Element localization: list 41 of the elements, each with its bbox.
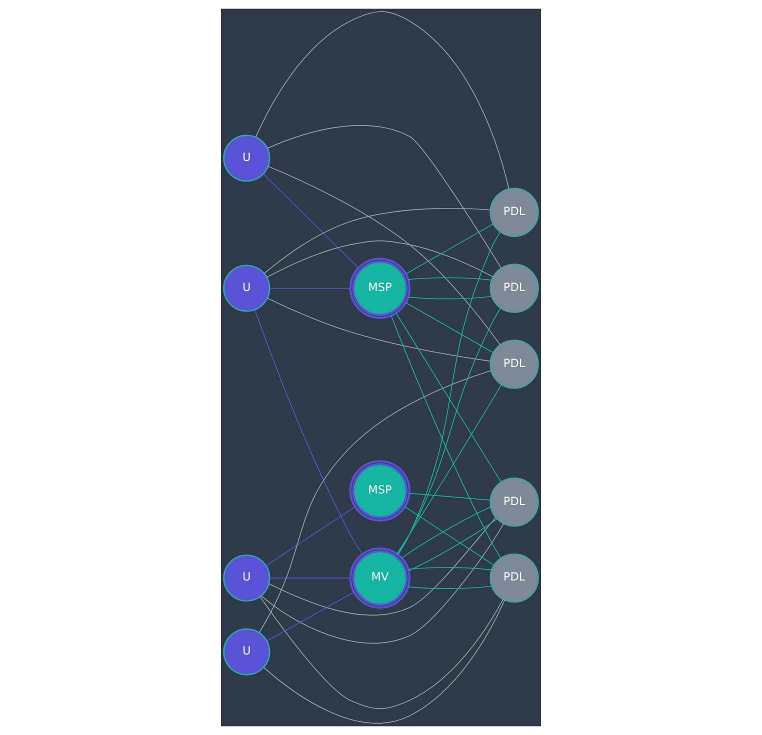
node-circle: MV [349,547,411,609]
connector [266,592,354,642]
node-circle: PDL [490,340,539,389]
connector [408,567,492,570]
connector [268,516,496,616]
node-circle: U [223,554,270,602]
connector [269,288,351,289]
node-circle: U [223,264,270,312]
node-circle: PDL [490,477,539,527]
node-circle: PDL [490,553,539,603]
connector [408,586,492,590]
connector [396,384,502,554]
connector [254,310,363,555]
connector [406,302,494,353]
connector [409,492,491,501]
connector [266,125,502,268]
connector [260,523,504,644]
node-circle: U [223,134,270,182]
connector [266,506,356,566]
connector [263,600,506,724]
connector [408,518,498,572]
connector [408,296,492,300]
node-circle: U [223,628,270,676]
connector [266,240,494,278]
node-circle: PDL [490,188,539,237]
connector [258,370,492,634]
connector [267,298,491,362]
node-circle: MSP [349,258,411,319]
connector [406,224,494,274]
connector [255,11,510,190]
connector [401,506,492,558]
node-circle: MSP [349,460,411,522]
connector [404,506,494,566]
connector [398,231,501,556]
connector [260,596,504,710]
connector [396,312,502,482]
node-circle: PDL [490,264,539,313]
connector [408,277,492,281]
connector [268,166,500,346]
connector [263,174,359,268]
connector [264,208,491,274]
